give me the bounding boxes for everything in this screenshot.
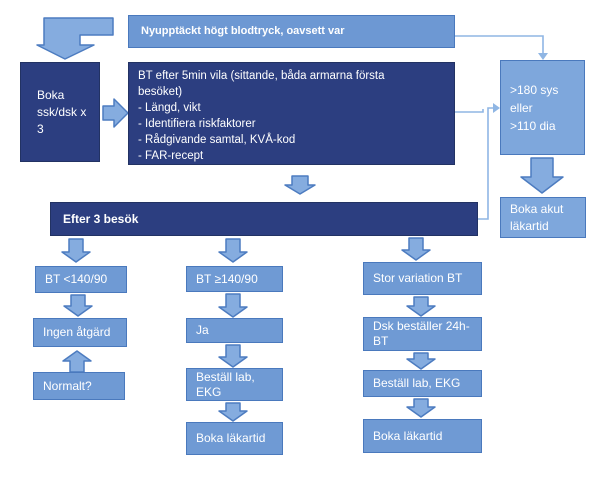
arrow-down-highbp-icon	[520, 157, 564, 194]
connector-arrowhead-down-icon	[538, 53, 548, 60]
node-boka-akut: Boka akut läkartid	[500, 197, 586, 238]
arrow-up-normalt-icon	[62, 350, 92, 373]
arrow-down-col2-2-icon	[218, 293, 248, 318]
connector-btvisit-to-highbp	[455, 109, 484, 113]
node-boka-ssk: Boka ssk/dsk x 3	[20, 62, 100, 162]
node-dsk-bestaller: Dsk beställer 24h- BT	[363, 317, 482, 351]
arrow-down-col1-2-icon	[63, 294, 93, 317]
node-ingen-atgard: Ingen åtgärd	[33, 318, 127, 347]
arrow-down-col3-3-icon	[406, 352, 436, 370]
arrow-down-main-icon	[284, 175, 316, 195]
bent-arrow-down-icon	[36, 17, 114, 60]
node-header-title: Nyupptäckt högt blodtryck, oavsett var	[128, 15, 455, 48]
node-bt-visit: BT efter 5min vila (sittande, båda armar…	[128, 62, 455, 165]
connector-arrowhead-right-icon	[493, 103, 500, 113]
node-bestall-lab-col3: Beställ lab, EKG	[363, 370, 482, 397]
connector-bar-to-highbp	[478, 107, 493, 220]
node-bt-high: BT ≥140/90	[186, 266, 283, 292]
node-efter-3-besok: Efter 3 besök	[50, 202, 478, 236]
arrow-down-col3-icon	[401, 237, 431, 261]
node-boka-lakartid-col3: Boka läkartid	[363, 419, 482, 453]
arrow-down-col3-4-icon	[406, 398, 436, 418]
arrow-down-col2-3-icon	[218, 344, 248, 368]
connector-header-to-highbp	[455, 35, 544, 54]
arrow-down-col1-icon	[61, 238, 91, 263]
arrow-right-icon	[102, 98, 129, 128]
arrow-down-col2-4-icon	[218, 402, 248, 422]
arrow-down-col3-2-icon	[406, 296, 436, 317]
node-boka-lakartid-col2: Boka läkartid	[186, 422, 283, 455]
node-bestall-lab-col2: Beställ lab, EKG	[186, 368, 283, 401]
node-stor-variation: Stor variation BT	[363, 262, 482, 295]
arrow-down-col2-icon	[218, 238, 248, 263]
node-normalt: Normalt?	[33, 372, 125, 400]
node-bt-low: BT <140/90	[35, 266, 127, 293]
node-ja: Ja	[186, 318, 283, 343]
node-high-bp: >180 sys eller >110 dia	[500, 60, 585, 155]
